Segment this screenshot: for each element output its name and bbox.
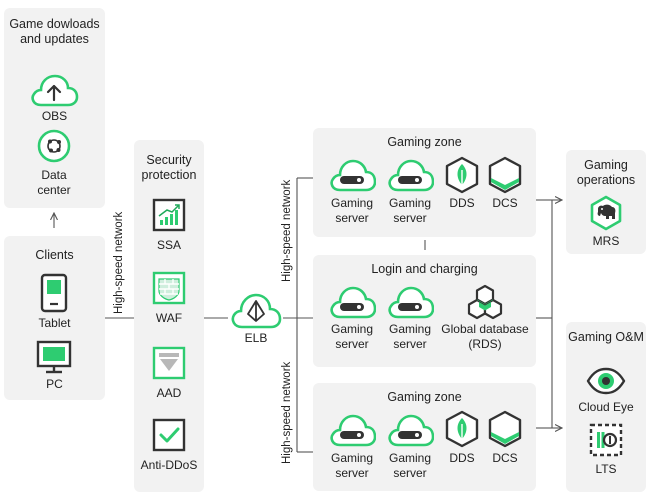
zone2-server1-label: Gaming server — [330, 451, 374, 480]
zone2-title: Gaming zone — [387, 390, 462, 404]
zone2-dds-icon — [445, 410, 479, 448]
cloud-eye-label: Cloud Eye — [578, 400, 634, 414]
zone2-server2-label: Gaming server — [388, 451, 432, 480]
tablet-icon — [40, 273, 68, 313]
elb-icon — [231, 293, 282, 329]
network-label-zone2: High-speed network — [281, 361, 293, 464]
login-server2-icon — [388, 286, 434, 319]
zone1-server1-label: Gaming server — [330, 196, 374, 225]
cloud-eye-icon — [586, 367, 626, 395]
data-center-label: Data center — [37, 168, 71, 197]
anti-ddos-label: Anti-DDoS — [140, 458, 198, 472]
clients-title: Clients — [35, 248, 74, 262]
network-label-zone1: High-speed network — [281, 179, 293, 282]
downloads-panel — [4, 8, 105, 208]
zone1-dcs-icon — [488, 156, 522, 194]
zone1-server2-icon — [388, 159, 434, 192]
zone2-server1-icon — [330, 414, 376, 447]
network-label-clients: High-speed network — [113, 211, 125, 314]
aad-label: AAD — [156, 386, 182, 400]
ssa-icon — [152, 198, 186, 232]
lts-icon — [589, 423, 623, 457]
downloads-title: Game dowloads and updates — [9, 17, 100, 46]
login-server2-label: Gaming server — [388, 322, 432, 351]
zone1-title: Gaming zone — [387, 135, 462, 149]
zone2-dds-label: DDS — [449, 451, 475, 465]
waf-icon — [152, 271, 186, 305]
login-server1-label: Gaming server — [330, 322, 374, 351]
security-title: Security protection — [141, 153, 197, 182]
elb-label: ELB — [244, 331, 268, 345]
obs-label: OBS — [41, 109, 68, 123]
waf-label: WAF — [155, 311, 183, 325]
pc-icon — [36, 340, 72, 374]
tablet-label: Tablet — [38, 316, 71, 330]
lts-label: LTS — [595, 462, 617, 476]
login-server1-icon — [330, 286, 376, 319]
zone1-dds-label: DDS — [449, 196, 475, 210]
zone2-dcs-icon — [488, 410, 522, 448]
om-panel — [566, 322, 646, 492]
zone2-dcs-label: DCS — [492, 451, 518, 465]
mrs-label: MRS — [592, 234, 620, 248]
aad-icon — [152, 346, 186, 380]
ssa-label: SSA — [156, 238, 181, 252]
zone1-server2-label: Gaming server — [388, 196, 432, 225]
zone1-dds-icon — [445, 156, 479, 194]
rds-label: Global database (RDS) — [441, 322, 529, 351]
pc-label: PC — [46, 377, 63, 391]
obs-cloud-icon — [31, 74, 79, 107]
zone1-server1-icon — [330, 159, 376, 192]
zone2-server2-icon — [388, 414, 434, 447]
rds-icon — [467, 284, 503, 320]
om-title: Gaming O&M — [568, 330, 644, 344]
operations-title: Gaming operations — [576, 158, 636, 187]
login-title: Login and charging — [371, 262, 478, 276]
zone1-dcs-label: DCS — [492, 196, 518, 210]
data-center-icon — [37, 129, 71, 163]
mrs-icon — [590, 195, 622, 231]
anti-ddos-icon — [152, 418, 186, 452]
